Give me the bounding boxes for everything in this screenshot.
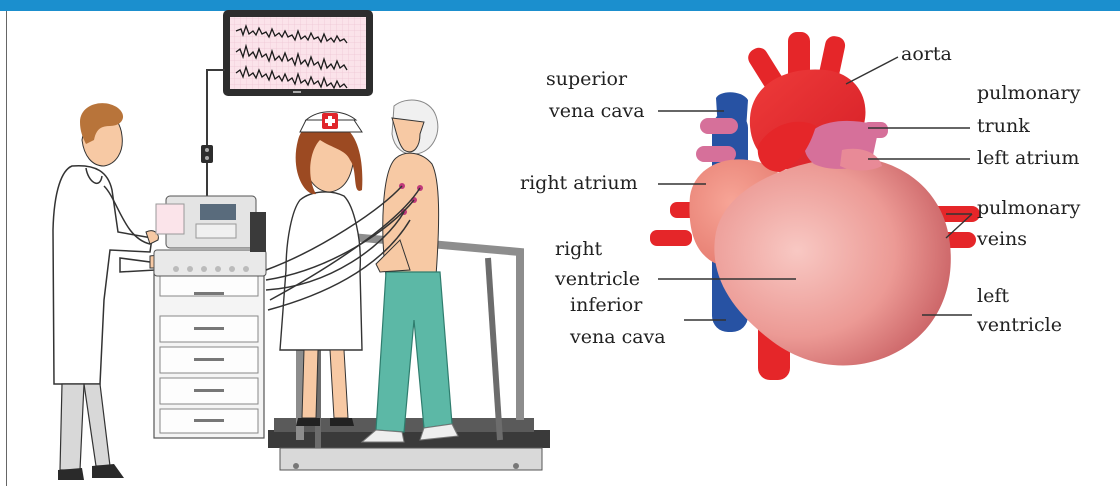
ecg-machine-cart <box>154 196 266 438</box>
ecg-monitor <box>223 10 373 96</box>
nurse-figure <box>280 112 362 426</box>
label-superior-vena-cava: superior vena cava <box>546 68 645 122</box>
cable-clip <box>201 145 213 163</box>
label-aorta: aorta <box>901 43 952 65</box>
ventricles-shape <box>714 157 950 365</box>
label-inferior-vena-cava: inferior vena cava <box>569 294 666 348</box>
label-left-atrium: left atrium <box>977 147 1079 169</box>
monitor-cable <box>207 70 225 200</box>
label-right-ventricle: right ventricle <box>554 238 640 290</box>
doctor-figure <box>53 103 162 480</box>
stress-test-scene <box>53 10 550 480</box>
heart-illustration: superior vena cava right atrium right ve… <box>520 32 1086 380</box>
label-left-ventricle: left ventricle <box>976 285 1062 336</box>
label-pulmonary-trunk: pulmonary trunk <box>977 82 1086 137</box>
patient-figure <box>362 100 458 442</box>
label-right-atrium: right atrium <box>520 172 638 194</box>
label-pulmonary-veins: pulmonary veins <box>976 197 1086 250</box>
